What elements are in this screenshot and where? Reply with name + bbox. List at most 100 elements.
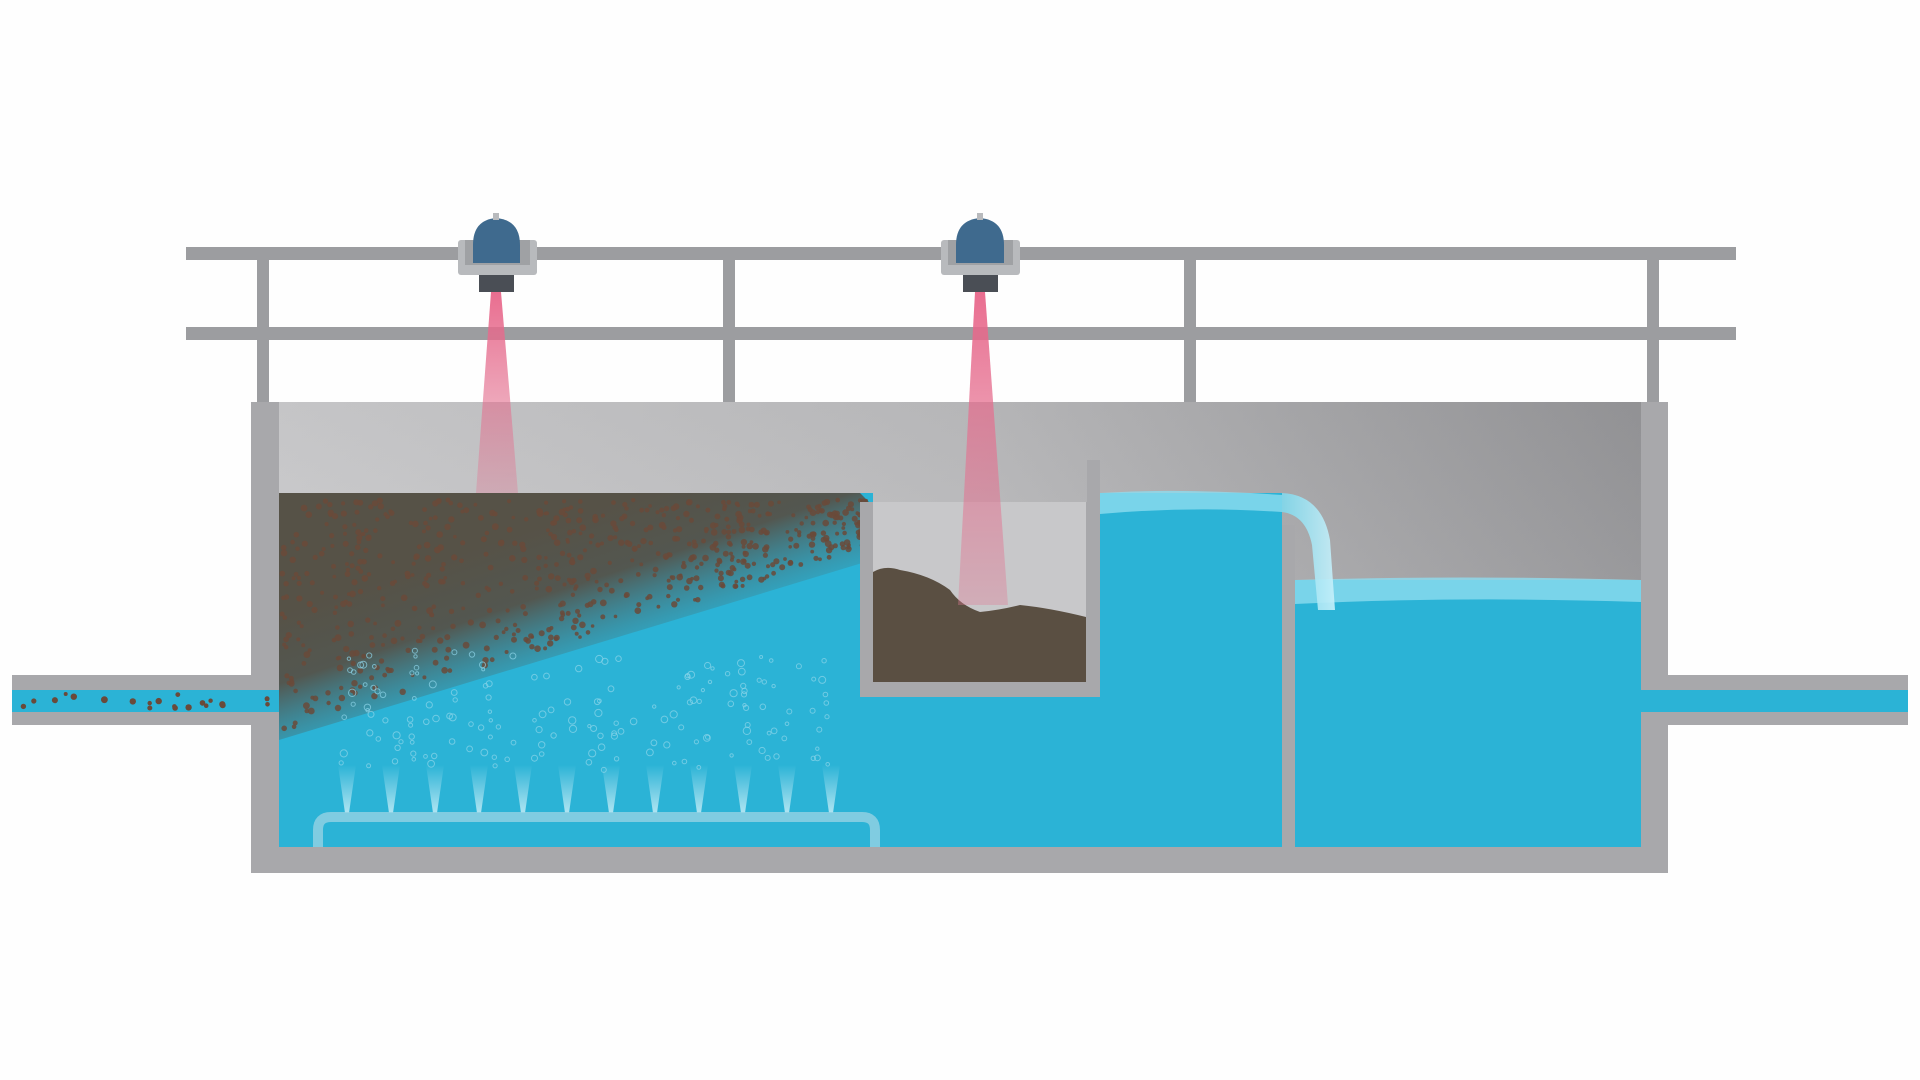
- sludge-particle: [380, 596, 386, 602]
- diffuser-nozzle-icon: [338, 765, 356, 813]
- sensor-tip: [977, 213, 983, 220]
- sludge-particle: [344, 571, 351, 577]
- sludge-particle: [594, 579, 599, 584]
- sludge-particle: [265, 702, 270, 707]
- sludge-particle: [577, 613, 582, 618]
- sludge-particle: [714, 568, 719, 573]
- sludge-particle: [618, 578, 624, 584]
- air-bubble: [431, 752, 438, 760]
- sludge-particle: [548, 573, 555, 580]
- sludge-particle: [739, 576, 746, 582]
- sludge-particle: [770, 562, 776, 568]
- sludge-particle: [340, 510, 347, 517]
- air-bubble: [468, 721, 474, 727]
- sludge-particle: [613, 614, 618, 619]
- air-bubble: [818, 675, 827, 684]
- air-bubble: [669, 710, 678, 719]
- sludge-particle: [857, 498, 863, 503]
- sludge-particle: [578, 635, 582, 639]
- sludge-particle: [369, 642, 376, 648]
- air-bubble: [410, 750, 417, 757]
- sludge-particle: [574, 584, 579, 589]
- sludge-particle: [842, 509, 849, 516]
- sludge-particle: [670, 575, 676, 581]
- sludge-particle: [431, 604, 437, 609]
- sludge-particle: [675, 597, 681, 602]
- sludge-particle: [670, 505, 677, 512]
- sludge-particle: [544, 511, 550, 516]
- air-bubble: [367, 710, 375, 718]
- sludge-particle: [547, 640, 554, 647]
- air-bubble: [663, 741, 671, 749]
- air-bubble: [613, 756, 620, 762]
- air-bubble: [729, 689, 738, 698]
- sludge-particle: [750, 508, 756, 514]
- air-bubble: [350, 701, 356, 707]
- sludge-particle: [722, 506, 727, 512]
- sludge-particle: [282, 615, 288, 620]
- sludge-particle: [365, 617, 371, 623]
- sludge-particle: [537, 576, 542, 582]
- sludge-particle: [129, 698, 136, 705]
- sludge-particle: [721, 529, 727, 535]
- sludge-particle: [299, 624, 304, 629]
- sludge-particle: [450, 623, 456, 629]
- sludge-particle: [521, 556, 528, 564]
- sludge-particle: [738, 526, 746, 534]
- sludge-particle: [618, 539, 625, 546]
- sludge-particle: [815, 509, 820, 515]
- sludge-particle: [777, 500, 781, 505]
- air-bubble: [423, 718, 430, 726]
- sludge-particle: [416, 544, 422, 550]
- sludge-particle: [702, 554, 709, 562]
- sludge-particle: [349, 551, 355, 557]
- sludge-particle: [565, 610, 571, 616]
- air-bubble: [681, 758, 688, 765]
- sludge-particle: [762, 552, 769, 558]
- sludge-particle: [525, 638, 531, 644]
- outlet-water: [1295, 580, 1641, 847]
- sludge-particle: [717, 575, 724, 582]
- sludge-particle: [371, 500, 378, 507]
- sludge-particle: [714, 523, 719, 528]
- sludge-particle: [426, 607, 433, 615]
- sludge-particle: [448, 608, 455, 615]
- sludge-particle: [147, 705, 153, 711]
- sludge-particle: [582, 548, 588, 553]
- sludge-particle: [354, 544, 361, 551]
- sludge-particle: [382, 633, 387, 638]
- sludge-particle: [807, 507, 813, 513]
- sludge-particle: [562, 499, 567, 504]
- air-bubble: [510, 739, 517, 746]
- sludge-particle: [467, 619, 474, 626]
- sludge-particle: [337, 655, 342, 660]
- air-bubble: [764, 754, 771, 761]
- sludge-particle: [683, 510, 690, 518]
- sludge-particle: [361, 532, 366, 536]
- air-bubble: [480, 748, 489, 757]
- sludge-particle: [635, 572, 641, 577]
- sludge-particle: [751, 561, 757, 566]
- sludge-particle: [757, 513, 762, 518]
- sludge-particle: [399, 688, 406, 695]
- sludge-particle: [832, 520, 837, 525]
- sludge-particle: [731, 529, 737, 534]
- air-bubble: [409, 670, 415, 676]
- air-bubble: [532, 718, 537, 723]
- sludge-particle: [648, 540, 654, 546]
- sludge-particle: [520, 604, 526, 610]
- air-bubble: [672, 760, 677, 766]
- sludge-particle: [798, 562, 804, 567]
- sludge-particle: [342, 524, 348, 530]
- air-bubble: [696, 698, 702, 705]
- sludge-particle: [486, 607, 493, 613]
- sludge-particle: [309, 580, 315, 586]
- sludge-particle: [676, 526, 683, 533]
- diffuser-nozzle-icon: [690, 765, 708, 813]
- sludge-particle: [698, 584, 704, 591]
- sludge-particle: [619, 516, 625, 522]
- sludge-particle: [457, 502, 463, 509]
- sludge-particle: [828, 544, 835, 551]
- sludge-particle: [147, 700, 152, 706]
